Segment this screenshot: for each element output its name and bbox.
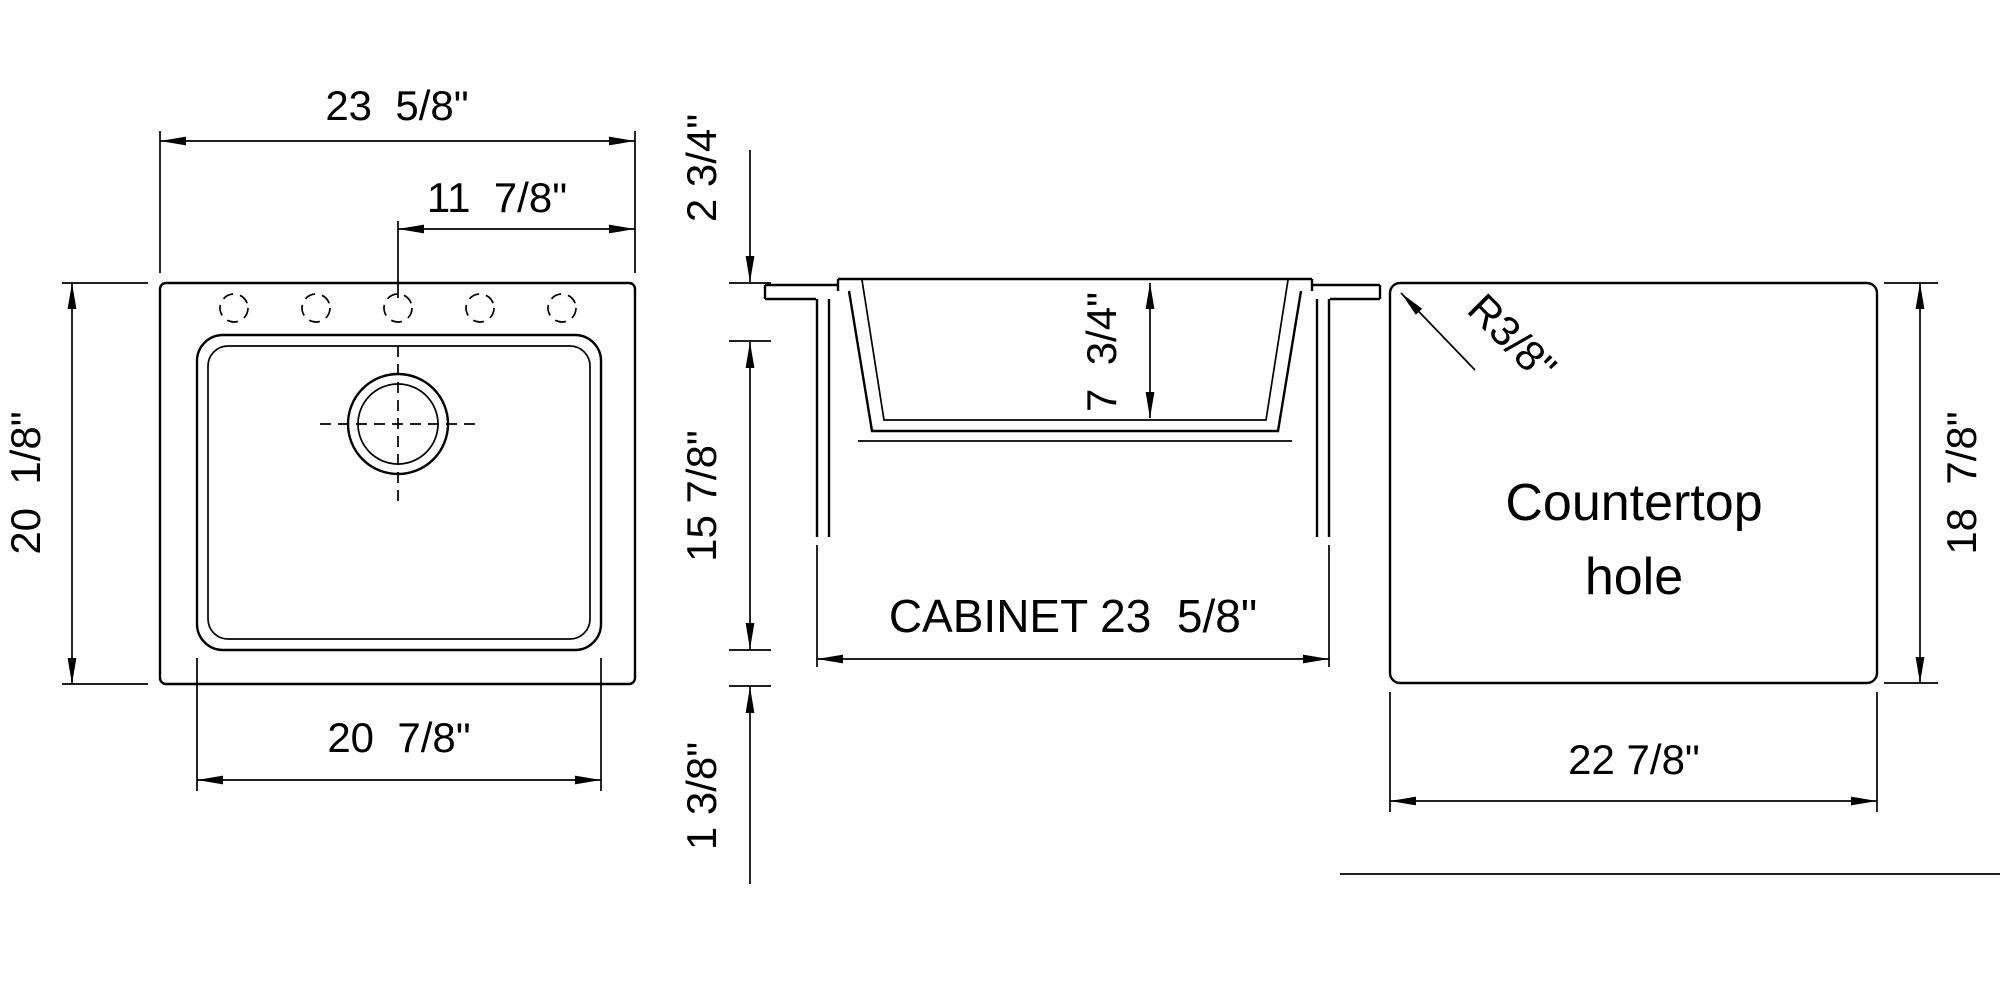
dimension-label: 11 7/8" (427, 174, 567, 221)
chain-dimensions: 2 3/4" 15 7/8" 1 3/8" (678, 114, 771, 884)
dimension-label: 15 7/8" (678, 430, 725, 562)
dimension-label: 7 3/4" (1078, 292, 1125, 412)
dimension-label: 20 1/8" (2, 411, 49, 554)
countertop-hole-view: R3/8" Countertop hole 18 7/8" 22 7/8" (1388, 281, 1985, 812)
section-view: 7 3/4" CABINET 23 5/8" (763, 277, 1382, 667)
bowl-inner-line (207, 345, 591, 640)
bowl-outer-profile (847, 290, 1303, 433)
dimension-label: 1 3/8" (678, 742, 725, 850)
faucet-hole-icon (465, 293, 495, 323)
leader-line (1400, 292, 1476, 371)
bowl-inner-profile (861, 279, 1289, 421)
dimension-label: 18 7/8" (1938, 411, 1985, 554)
dimension-label: 23 5/8" (325, 82, 468, 129)
hole-outline (1388, 281, 1879, 685)
faucet-hole-icon (383, 293, 413, 323)
radius-label: R3/8" (1459, 284, 1566, 391)
sink-outline (158, 281, 637, 686)
dimension-label: 22 7/8" (1568, 736, 1700, 783)
bowl-outline (195, 333, 603, 652)
faucet-hole-icon (301, 293, 331, 323)
hole-title-line1: Countertop (1505, 474, 1762, 532)
dimension-label: 20 7/8" (327, 714, 470, 761)
hole-title-line2: hole (1585, 548, 1683, 606)
dimension-label: 2 3/4" (678, 114, 725, 222)
cabinet-dimension-label: CABINET 23 5/8" (889, 590, 1257, 642)
faucet-hole-icon (219, 293, 249, 323)
top-view (158, 281, 637, 686)
top-view-dimensions: 23 5/8" 11 7/8" 20 1/8" 20 7/8" (2, 82, 636, 791)
faucet-hole-icon (547, 293, 577, 323)
